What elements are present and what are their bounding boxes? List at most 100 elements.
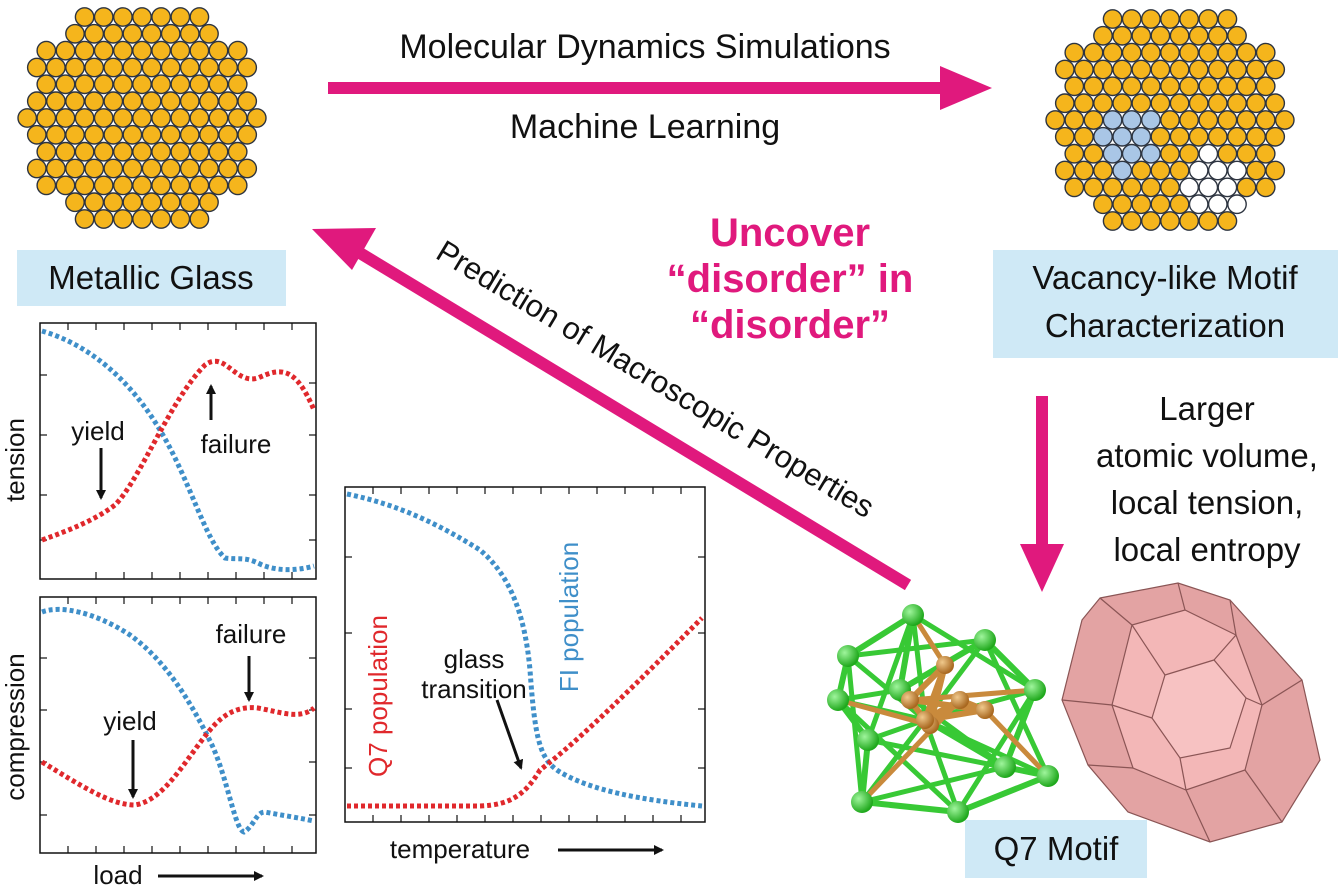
atom	[189, 7, 210, 27]
atom	[1217, 76, 1238, 97]
atom	[1207, 194, 1228, 215]
atom	[218, 91, 239, 112]
atom	[74, 141, 95, 162]
q7-motif-label-box	[965, 820, 1147, 878]
atom	[1024, 679, 1046, 701]
atom	[160, 124, 181, 145]
atom	[55, 40, 76, 61]
atom	[132, 40, 152, 61]
atom	[1112, 126, 1133, 147]
atom	[189, 141, 210, 162]
atom	[46, 57, 66, 78]
atom	[1102, 211, 1123, 231]
glass-transition-line-2: transition	[421, 674, 527, 704]
atom	[170, 141, 191, 162]
atom	[994, 756, 1016, 778]
compression-yield-label: yield	[103, 706, 156, 736]
atom	[199, 124, 219, 145]
atom	[74, 108, 95, 128]
atom	[208, 74, 229, 95]
atom	[113, 40, 133, 61]
atom	[103, 23, 124, 44]
atom	[1217, 211, 1238, 231]
atom	[1064, 143, 1085, 164]
atom	[1246, 126, 1267, 147]
atom	[151, 7, 172, 27]
atom	[26, 124, 47, 145]
atom	[65, 91, 85, 112]
vacancy-motif-line-2: Characterization	[1045, 307, 1285, 344]
fi-population-label: FI population	[554, 542, 584, 692]
atom	[113, 175, 133, 196]
temperature-plot: glass transition Q7 population FI popula…	[344, 486, 706, 864]
atom	[246, 108, 267, 128]
atom	[170, 209, 191, 229]
atom	[1074, 126, 1094, 147]
atom	[1112, 25, 1133, 46]
atom	[1207, 93, 1228, 114]
atom	[179, 23, 200, 44]
atom	[1141, 9, 1161, 29]
bond	[897, 612, 916, 693]
atom	[1179, 143, 1200, 164]
tension-failure-label: failure	[201, 429, 272, 459]
atom	[84, 57, 105, 78]
atom	[65, 124, 85, 145]
atom	[1121, 177, 1142, 198]
atom	[208, 108, 229, 128]
atom	[227, 108, 248, 128]
atom	[1179, 9, 1200, 29]
voronoi-polyhedron	[1061, 582, 1321, 843]
atom	[74, 40, 95, 61]
atom	[189, 209, 210, 229]
atom	[1265, 59, 1286, 80]
atom	[1141, 110, 1161, 130]
atom	[113, 108, 133, 128]
load-xlabel: load	[93, 860, 142, 886]
atom	[170, 74, 191, 95]
atom	[1121, 110, 1142, 130]
tension-blue-curve	[41, 328, 315, 573]
atom	[170, 175, 191, 196]
atom	[227, 74, 248, 95]
atom	[122, 57, 143, 78]
atom	[1045, 110, 1066, 130]
atom	[1131, 59, 1152, 80]
q7-atom-cluster	[827, 604, 1059, 823]
atom	[1160, 76, 1180, 97]
atom	[916, 711, 934, 729]
atom	[1083, 177, 1104, 198]
atom	[1054, 93, 1075, 114]
glass-transition-line-1: glass	[444, 644, 505, 674]
atom	[208, 141, 229, 162]
metallic-glass-atom-cluster	[17, 7, 267, 229]
atom	[1121, 143, 1142, 164]
bond	[907, 687, 1038, 703]
atom	[1150, 25, 1171, 46]
atom	[55, 108, 76, 128]
atom	[1169, 59, 1190, 80]
atom	[1093, 93, 1113, 114]
atom	[1112, 93, 1133, 114]
atom	[1255, 76, 1276, 97]
atom	[1131, 160, 1152, 181]
atom	[1207, 59, 1228, 80]
atom	[1198, 9, 1219, 29]
atom	[1054, 59, 1075, 80]
atom	[122, 192, 143, 213]
atom	[1274, 110, 1295, 130]
vacancy-motif-line-1: Vacancy-like Motif	[1032, 259, 1298, 296]
atom	[827, 689, 849, 711]
atom	[974, 629, 996, 651]
atom	[122, 158, 143, 179]
atom	[141, 57, 162, 78]
atom	[851, 791, 873, 813]
atom	[1198, 211, 1219, 231]
atom	[218, 124, 239, 145]
atom	[1102, 143, 1123, 164]
atom	[113, 209, 133, 229]
atom	[1188, 126, 1209, 147]
slogan-line-2: “disorder” in	[667, 257, 914, 301]
atom	[1131, 25, 1152, 46]
atom	[199, 192, 219, 213]
